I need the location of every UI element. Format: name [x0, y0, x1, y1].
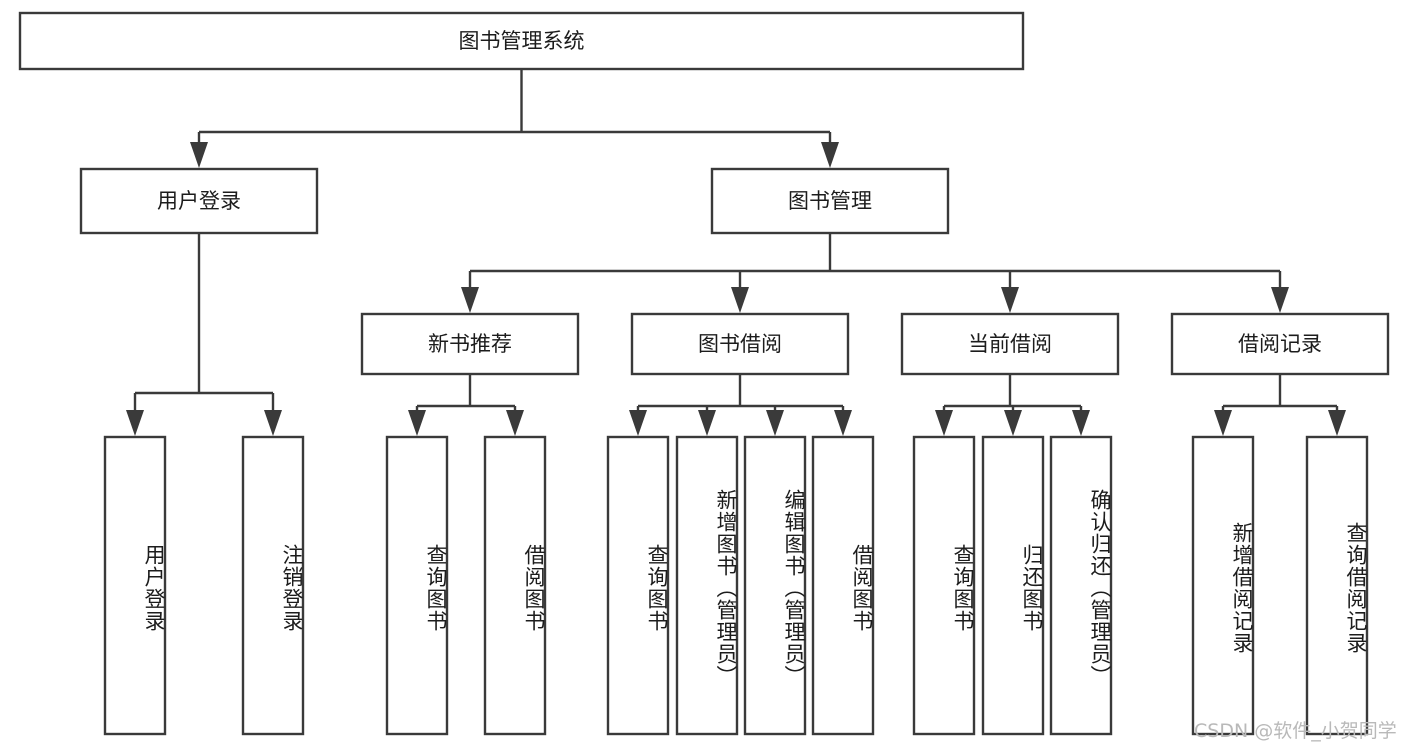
leaf-node-box-2[interactable] [385, 435, 449, 736]
root-node-box[interactable] [18, 11, 1025, 71]
arrow-head-icon [1004, 410, 1022, 436]
arrow-head-icon [126, 410, 144, 436]
level2-node-box-0[interactable] [79, 167, 319, 235]
leaf-node-box-10[interactable] [1049, 435, 1113, 736]
level3-node-box-3[interactable] [1170, 312, 1390, 376]
leaf-node-box-12[interactable] [1305, 435, 1369, 736]
arrow-head-icon [766, 410, 784, 436]
arrow-head-icon [506, 410, 524, 436]
leaf-node-box-7[interactable] [811, 435, 875, 736]
leaf-node-box-1[interactable] [241, 435, 305, 736]
arrow-head-icon [834, 410, 852, 436]
arrow-head-icon [264, 410, 282, 436]
csdn-watermark: CSDN @软件_小贺同学 [1194, 720, 1397, 742]
leaf-node-box-0[interactable] [103, 435, 167, 736]
leaf-node-box-8[interactable] [912, 435, 976, 736]
arrow-head-icon [1214, 410, 1232, 436]
arrow-head-icon [1328, 410, 1346, 436]
arrow-head-icon [1271, 287, 1289, 313]
leaf-node-box-3[interactable] [483, 435, 547, 736]
leaf-node-box-9[interactable] [981, 435, 1045, 736]
level2-node-box-1[interactable] [710, 167, 950, 235]
level3-node-box-0[interactable] [360, 312, 580, 376]
connector-lines [126, 69, 1346, 436]
arrow-head-icon [935, 410, 953, 436]
level3-node-label-1: 图书借阅 [698, 332, 782, 356]
level3-node-label-3: 借阅记录 [1238, 332, 1322, 356]
arrow-head-icon [408, 410, 426, 436]
arrow-head-icon [629, 410, 647, 436]
level2-node-label-0: 用户登录 [157, 189, 241, 213]
arrow-head-icon [190, 142, 208, 168]
level3-node-label-0: 新书推荐 [428, 332, 512, 356]
level3-node-box-1[interactable] [630, 312, 850, 376]
level2-node-label-1: 图书管理 [788, 189, 872, 213]
arrow-head-icon [1072, 410, 1090, 436]
leaf-node-box-11[interactable] [1191, 435, 1255, 736]
level3-node-label-2: 当前借阅 [968, 332, 1052, 356]
leaf-node-box-5[interactable] [675, 435, 739, 736]
leaf-node-box-4[interactable] [606, 435, 670, 736]
arrow-head-icon [1001, 287, 1019, 313]
arrow-head-icon [821, 142, 839, 168]
arrow-head-icon [731, 287, 749, 313]
arrow-head-icon [698, 410, 716, 436]
root-node-label: 图书管理系统 [459, 29, 585, 53]
node-boxes [18, 11, 1390, 736]
level3-node-box-2[interactable] [900, 312, 1120, 376]
arrow-head-icon [461, 287, 479, 313]
leaf-node-box-6[interactable] [743, 435, 807, 736]
